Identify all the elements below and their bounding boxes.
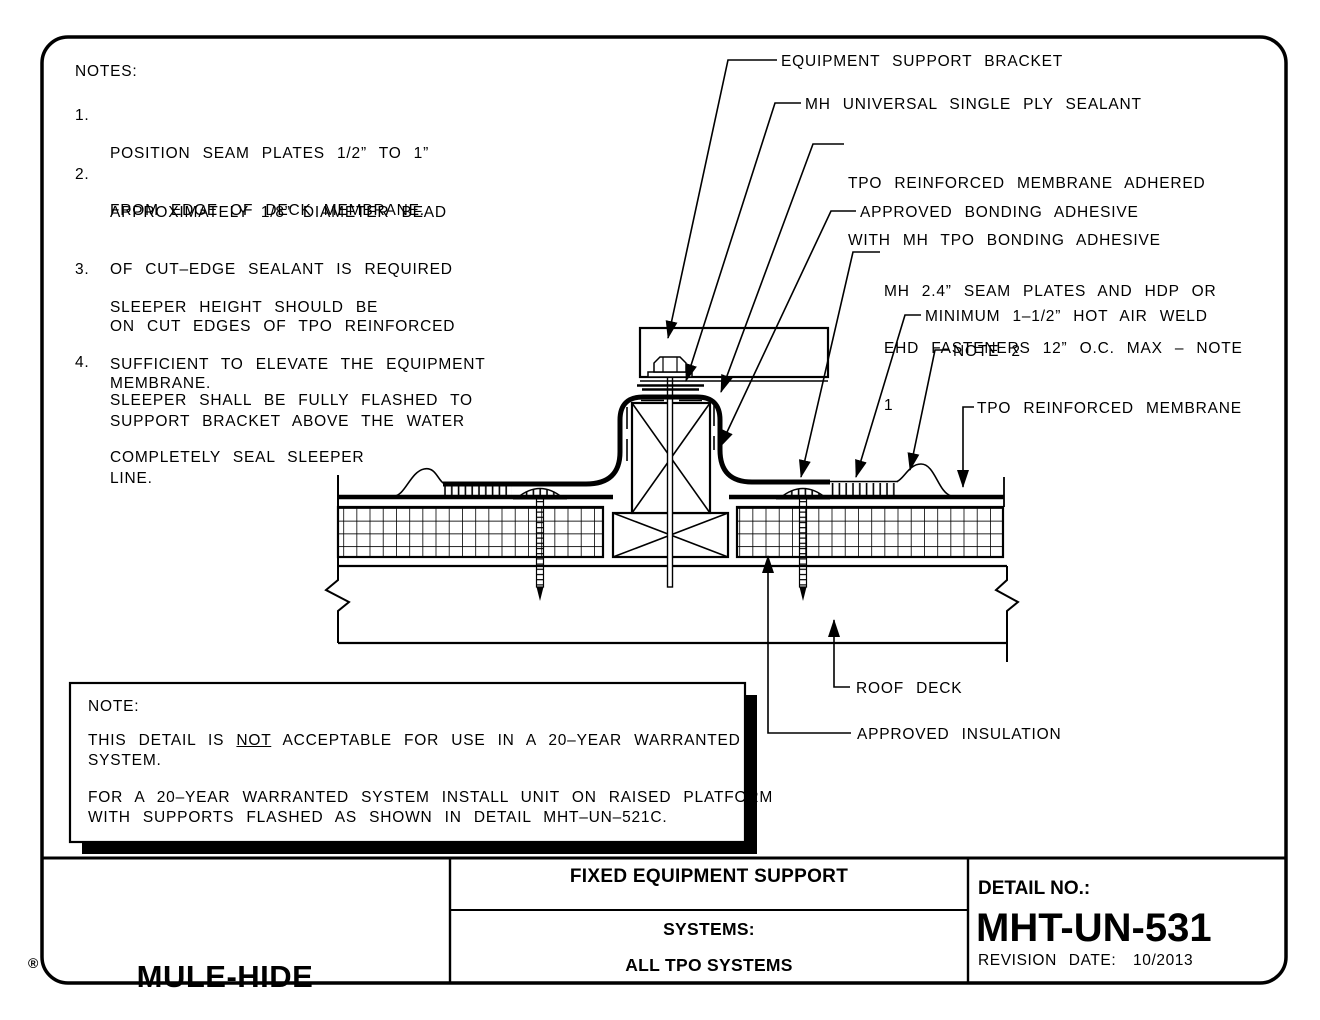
hex-bolt: [653, 356, 687, 373]
hot-air-weld-left: [443, 485, 512, 496]
leader-roof-deck: [828, 619, 850, 688]
note-2-line-1: APPROXIMATELY 1/8” DIAMETER BEAD: [110, 204, 447, 221]
note-box-line-1-not: NOT: [236, 732, 272, 749]
title-block-frame: [42, 856, 1286, 983]
callout-seam-plates-line-3: 1: [884, 397, 894, 414]
note-box-line-1-pre: THIS DETAIL IS: [88, 732, 237, 749]
leader-seam-plates: [798, 251, 880, 478]
callout-seam-plates: MH 2.4” SEAM PLATES AND HDP OR EHD FASTE…: [884, 244, 1243, 453]
callout-tpo-membrane: TPO REINFORCED MEMBRANE: [977, 400, 1242, 417]
leader-note-2: [907, 349, 949, 471]
callout-single-ply-sealant: MH UNIVERSAL SINGLE PLY SEALANT: [805, 96, 1142, 113]
hot-air-weld-right: [830, 480, 898, 496]
insulation-left: [336, 505, 605, 559]
insulation-right: [735, 505, 1005, 559]
callout-seam-plates-line-2: EHD FASTENERS 12” O.C. MAX – NOTE: [884, 340, 1243, 357]
sheet-border: [40, 35, 1288, 985]
leader-hot-air-weld: [855, 314, 921, 478]
registered-trademark: ®: [28, 955, 39, 971]
note-box-line-2: SYSTEM.: [88, 752, 162, 769]
break-line-left: [324, 475, 351, 643]
systems-value: ALL TPO SYSTEMS: [625, 955, 793, 975]
note-1-line-1: POSITION SEAM PLATES 1/2” TO 1”: [110, 145, 430, 162]
break-line-right: [994, 566, 1020, 662]
note-3-line-3: SUPPORT BRACKET ABOVE THE WATER: [110, 413, 465, 430]
callout-membrane-adhered: TPO REINFORCED MEMBRANE ADHERED WITH MH …: [848, 136, 1206, 288]
note-3-line-4: LINE.: [110, 470, 153, 487]
systems-label: SYSTEMS:: [663, 919, 755, 939]
drawing-title: FIXED EQUIPMENT SUPPORT: [569, 866, 849, 887]
flashing-membrane: [443, 394, 830, 487]
note-2-number: 2.: [75, 166, 90, 183]
insulation: [336, 505, 1005, 559]
leader-bonding-adhesive: [719, 210, 856, 448]
note-4-line-2: COMPLETELY SEAL SLEEPER: [110, 449, 365, 466]
callout-note-2: NOTE 2: [953, 343, 1021, 360]
anchor-rod: [666, 376, 674, 588]
detail-no: MHT-UN-531: [976, 906, 1212, 950]
callout-approved-insulation: APPROVED INSULATION: [857, 726, 1062, 743]
note-4: SLEEPER SHALL BE FULLY FLASHED TO COMPLE…: [110, 353, 473, 505]
note-3-line-2: SUFFICIENT TO ELEVATE THE EQUIPMENT: [110, 356, 486, 373]
note-4-line-1: SLEEPER SHALL BE FULLY FLASHED TO: [110, 392, 473, 409]
leader-membrane-adhered: [720, 143, 844, 393]
note-box-line-1-post: ACCEPTABLE FOR USE IN A 20–YEAR WARRANTE…: [271, 732, 741, 749]
note-box-frame: [68, 681, 757, 854]
note-2-line-4: MEMBRANE.: [110, 375, 212, 392]
revision-date-label: REVISION DATE:: [978, 952, 1117, 969]
note-2: APPROXIMATELY 1/8” DIAMETER BEAD OF CUT–…: [110, 165, 455, 431]
bonding-adhesive-dashes: [626, 399, 715, 461]
note-1-number: 1.: [75, 107, 90, 124]
sealant-bead-right: [896, 463, 952, 497]
callout-equipment-support-bracket: EQUIPMENT SUPPORT BRACKET: [781, 53, 1064, 70]
callout-membrane-adhered-line-2: WITH MH TPO BONDING ADHESIVE: [848, 232, 1161, 249]
note-3: SLEEPER HEIGHT SHOULD BE SUFFICIENT TO E…: [110, 260, 486, 526]
note-box-line-1: THIS DETAIL IS NOT ACCEPTABLE FOR USE IN…: [88, 731, 741, 750]
note-1-line-2: FROM EDGE OF DECK MEMBRANE.: [110, 202, 425, 219]
callout-seam-plates-line-1: MH 2.4” SEAM PLATES AND HDP OR: [884, 283, 1217, 300]
company-name-line-1: MULE-HIDE: [136, 959, 314, 994]
note-1: POSITION SEAM PLATES 1/2” TO 1” FROM EDG…: [110, 106, 429, 258]
callout-hot-air-weld: MINIMUM 1–1/2” HOT AIR WELD: [925, 308, 1208, 325]
leader-equipment-support-bracket: [665, 59, 777, 339]
company-name: MULE-HIDE PRODUCTS CO., INC.: [30, 882, 420, 1020]
callout-roof-deck: ROOF DECK: [856, 680, 963, 697]
note-4-number: 4.: [75, 354, 90, 371]
notes-heading: NOTES:: [75, 63, 138, 80]
note-2-line-3: ON CUT EDGES OF TPO REINFORCED: [110, 318, 456, 335]
callout-bonding-adhesive: APPROVED BONDING ADHESIVE: [860, 204, 1139, 221]
leader-approved-insulation: [762, 555, 851, 734]
note-box-line-4: WITH SUPPORTS FLASHED AS SHOWN IN DETAIL…: [88, 809, 668, 826]
leader-lines: [665, 59, 974, 734]
detail-no-label: DETAIL NO.:: [978, 878, 1091, 899]
leader-tpo-membrane: [957, 406, 974, 488]
note-box-line-3: FOR A 20–YEAR WARRANTED SYSTEM INSTALL U…: [88, 789, 774, 806]
revision-date-value: 10/2013: [1133, 952, 1194, 969]
sealant-bead-left: [392, 468, 445, 498]
note-3-number: 3.: [75, 261, 90, 278]
note-3-line-1: SLEEPER HEIGHT SHOULD BE: [110, 299, 379, 316]
note-box-heading: NOTE:: [88, 698, 140, 715]
callout-membrane-adhered-line-1: TPO REINFORCED MEMBRANE ADHERED: [848, 175, 1206, 192]
note-2-line-2: OF CUT–EDGE SEALANT IS REQUIRED: [110, 261, 453, 278]
leader-single-ply-sealant: [685, 102, 801, 382]
